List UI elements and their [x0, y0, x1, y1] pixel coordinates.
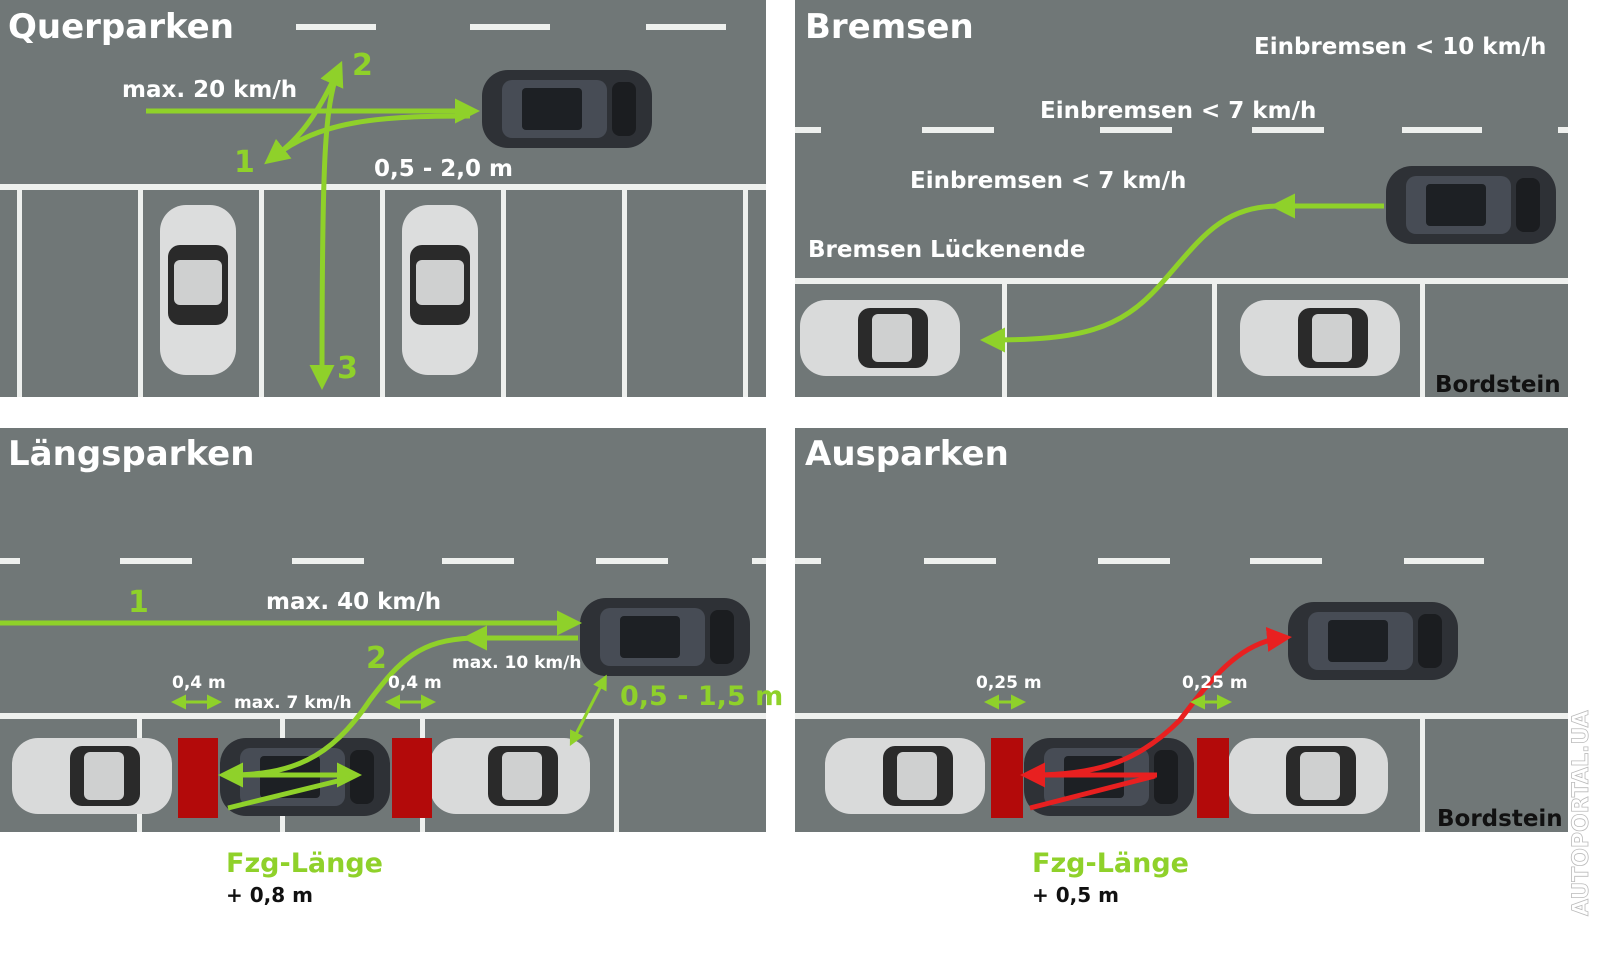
path-arrows	[0, 610, 607, 811]
panel-querparken: Querparken max. 20 km/h 0,5 - 2,0 m 1 2 …	[0, 0, 766, 397]
panel-title: Ausparken	[805, 434, 1009, 474]
gap-block	[178, 738, 218, 818]
car-parked	[430, 738, 590, 814]
car-own	[1386, 166, 1556, 244]
gap-right-label: 0,4 m	[388, 673, 442, 693]
step-1: 1	[234, 145, 255, 180]
path-arrows	[146, 60, 480, 390]
panel-bremsen: Bremsen Einbremsen < 10 km/h Einbremsen …	[795, 0, 1568, 398]
car-parked	[402, 205, 478, 375]
panel-title: Bremsen	[805, 7, 974, 47]
speed-label: max. 20 km/h	[122, 77, 297, 103]
lane-markings	[0, 24, 766, 397]
step-2: 2	[352, 48, 373, 83]
speed-pass-label: max. 40 km/h	[266, 589, 441, 615]
car-parked	[1228, 738, 1388, 814]
curb-label: Bordstein	[1435, 372, 1561, 398]
panel-ausparken: Ausparken 0,25 m 0,25 m Bordstein Fzg-Lä…	[795, 428, 1568, 907]
speed-park-label: max. 7 km/h	[234, 693, 352, 713]
watermark: AUTOPORTAL.UA	[1569, 710, 1594, 916]
car-parked	[12, 738, 172, 814]
gap-block	[1197, 738, 1229, 818]
car-own	[580, 598, 750, 676]
gap-right-label: 0,25 m	[1182, 673, 1248, 693]
brake-label: Einbremsen < 7 km/h	[910, 168, 1186, 194]
panel-title: Querparken	[8, 7, 234, 47]
panel-laengsparken: Längsparken 1 2 max. 40 km/h max. 10 km/…	[0, 428, 783, 907]
formula-add: + 0,8 m	[226, 883, 313, 907]
car-parked	[800, 300, 960, 376]
gap-block	[991, 738, 1023, 818]
car-target	[1288, 602, 1458, 680]
gap-left-label: 0,25 m	[976, 673, 1042, 693]
step-2: 2	[366, 641, 387, 676]
car-parked	[160, 205, 236, 375]
car-own	[482, 70, 652, 148]
car-parked	[1240, 300, 1400, 376]
step-3: 3	[337, 351, 358, 386]
step-1: 1	[128, 585, 149, 620]
path-arrows	[980, 193, 1384, 353]
formula-add: + 0,5 m	[1032, 883, 1119, 907]
gap-block	[392, 738, 432, 818]
brake-label: Einbremsen < 10 km/h	[1254, 34, 1546, 60]
gap-left-label: 0,4 m	[172, 673, 226, 693]
brake-label: Einbremsen < 7 km/h	[1040, 98, 1316, 124]
car-parked	[825, 738, 985, 814]
distance-label: 0,5 - 2,0 m	[374, 156, 513, 182]
path-arrows	[984, 626, 1292, 811]
formula-title: Fzg-Länge	[1032, 848, 1189, 879]
brake-label: Bremsen Lückenende	[808, 237, 1085, 263]
panel-title: Längsparken	[8, 434, 254, 474]
curb-label: Bordstein	[1437, 806, 1563, 832]
formula-title: Fzg-Länge	[226, 848, 383, 879]
speed-reverse-label: max. 10 km/h	[452, 653, 581, 673]
lateral-distance-label: 0,5 - 1,5 m	[620, 681, 783, 712]
